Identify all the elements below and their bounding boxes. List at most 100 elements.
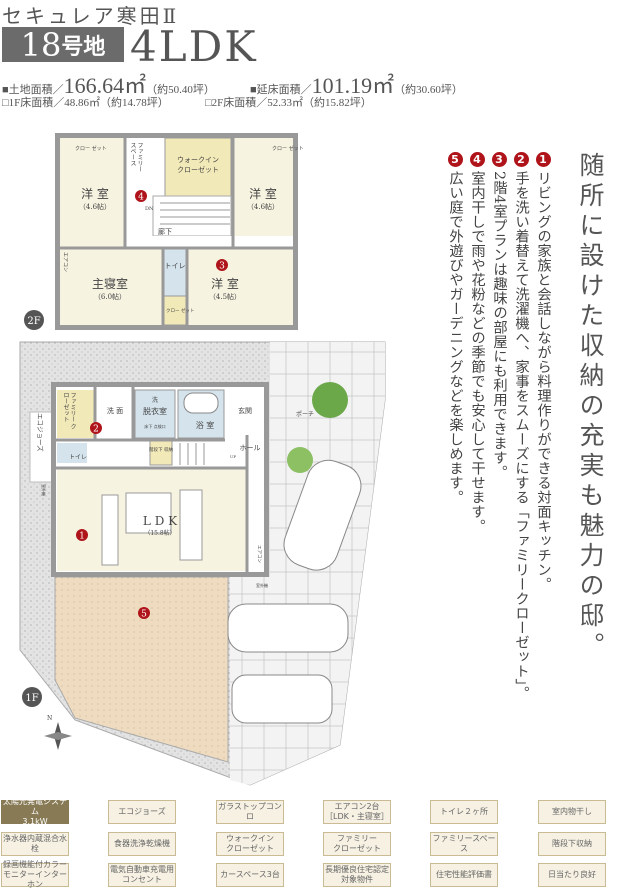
room-bedroom-a-size: （4.6帖） bbox=[79, 202, 111, 211]
point-2: 2 手を洗い着替えて洗濯機へ、家事をスムーズにする「ファミリークローゼット」。 bbox=[511, 152, 531, 700]
marker-4-label: 4 bbox=[138, 193, 144, 203]
shrub-icon bbox=[287, 447, 313, 473]
point-1: 1リビングの家族と会話しながら料理作りができる対面キッチン。 bbox=[533, 152, 553, 592]
feature-badge: カースペース3台 bbox=[216, 863, 284, 887]
feature-badge: ガラストップコンロ bbox=[216, 800, 284, 824]
compass-north: N bbox=[47, 715, 52, 722]
room-ldk: L D K bbox=[143, 514, 178, 528]
compass-icon: N bbox=[44, 715, 72, 750]
feature-badge: 食器洗浄乾燥機 bbox=[108, 832, 176, 856]
point-number: 4 bbox=[469, 152, 485, 167]
land-area-value: 166.64㎡ bbox=[63, 73, 147, 98]
room-bedroom-a: 洋 室 bbox=[81, 186, 109, 201]
floor1-badge-label: 1F bbox=[25, 693, 38, 704]
marker-2 bbox=[90, 422, 102, 434]
tree-icon bbox=[312, 382, 348, 418]
feature-badge: 電気自動車充電用 コンセント bbox=[108, 863, 176, 887]
marker-1-label: 1 bbox=[79, 532, 85, 542]
entrance: 玄関 bbox=[238, 406, 252, 415]
point-4: 4 室内干しで雨や花粉などの季節でも安心して干せます。 bbox=[467, 152, 487, 534]
floor-area-value: 101.19㎡ bbox=[311, 73, 395, 98]
walkin-closet: ウォークイン bbox=[177, 156, 219, 164]
porch: ポーチ bbox=[296, 410, 314, 418]
bathroom: 浴 室 bbox=[196, 420, 215, 430]
marker-2-label: 2 bbox=[93, 425, 99, 435]
under-stair-storage: 階段下 収納 bbox=[149, 446, 173, 453]
feature-badge: 浄水器内蔵混合水栓 bbox=[1, 832, 69, 856]
floor2-badge-label: 2F bbox=[27, 316, 40, 327]
point-text: 室内干しで雨や花粉などの季節でも安心して干せます。 bbox=[469, 171, 485, 534]
car-icon bbox=[227, 603, 349, 653]
feature-badge: 住宅性能評価書 bbox=[430, 863, 498, 887]
feature-badge: 室内物干し bbox=[538, 800, 606, 824]
closet-c: クロー ゼット bbox=[166, 307, 194, 314]
feature-badge: 太陽光発電システム 3.1kW bbox=[1, 797, 69, 826]
ecojozu-label: エコジョーズ bbox=[36, 413, 45, 452]
washroom: 洗 面 bbox=[107, 406, 123, 415]
hall-1f: ホール bbox=[240, 444, 261, 452]
floor1-area: □1F床面積／48.86㎡（約14.78坪） bbox=[2, 97, 169, 109]
headline: 随所に設けた収納の充実も魅力の邸。 bbox=[576, 152, 605, 662]
room-bedroom-b: 洋 室 bbox=[249, 186, 277, 201]
aircon-1f: エアコン bbox=[256, 545, 262, 563]
property-title: セキュレア寒田Ⅱ bbox=[2, 4, 180, 28]
point-number: 5 bbox=[447, 152, 463, 167]
feature-badge: ウォークイン クローゼット bbox=[216, 832, 284, 856]
car-icon bbox=[231, 674, 333, 724]
land-area-label: ■土地面積／ bbox=[2, 84, 64, 96]
floor-plan: 洋 室 （4.6帖） クロー ゼット ウォークイン クローゼット 洋 室 （4.… bbox=[19, 133, 386, 786]
lot-suffix: 号地 bbox=[61, 34, 106, 60]
marker-1 bbox=[76, 529, 88, 541]
point-number: 2 bbox=[513, 152, 529, 167]
floor-area: ■延床面積／101.19㎡（約30.60坪） bbox=[250, 68, 463, 100]
floor1-plan: エコジョーズ 室外機 洗 面 洗 脱衣室 床下 点検口 浴 室 bbox=[19, 341, 386, 786]
floor2-plan: 洋 室 （4.6帖） クロー ゼット ウォークイン クローゼット 洋 室 （4.… bbox=[24, 133, 304, 330]
closet-a: クロー ゼット bbox=[75, 145, 107, 152]
washer: 洗 bbox=[152, 396, 158, 404]
lot-number-badge: 18 号地 bbox=[2, 26, 124, 64]
point-text: 2階4室プランは趣味の部屋にも利用できます。 bbox=[491, 171, 507, 480]
layout-type: 4LDK bbox=[130, 22, 258, 71]
feature-badge: 長期優良住宅認定 対象物件 bbox=[323, 863, 391, 887]
room-bedroom-c: 洋 室 bbox=[211, 276, 239, 291]
feature-badge: 日当たり良好 bbox=[538, 863, 606, 887]
feature-badge: エアコン2台 ［LDK・主寝室］ bbox=[323, 800, 391, 824]
point-text: 手を洗い着替えて洗濯機へ、家事をスムーズにする「ファミリークローゼット」。 bbox=[513, 171, 529, 701]
family-closet-1f: ファミリー クローゼット bbox=[62, 392, 76, 430]
dressing-room: 脱衣室 bbox=[143, 406, 167, 416]
marker-5 bbox=[138, 607, 150, 619]
point-5: 5広い庭で外遊びやガーデニングなどを楽しめます。 bbox=[445, 152, 465, 505]
floor1-badge bbox=[22, 687, 42, 707]
hall-2f: 廊下 bbox=[158, 227, 172, 236]
feature-badge: ファミリー クローゼット bbox=[323, 832, 391, 856]
feature-badge: エコジョーズ bbox=[108, 800, 176, 824]
feature-badge: 階段下収納 bbox=[538, 832, 606, 856]
floor-area-label: ■延床面積／ bbox=[250, 84, 312, 96]
feature-badge: 録画機能付カラー モニターインターホン bbox=[1, 860, 69, 889]
marker-3 bbox=[216, 259, 228, 271]
marker-3-label: 3 bbox=[219, 262, 225, 272]
outdoor-unit-label: 室外機 bbox=[41, 484, 47, 496]
stair-up: UP bbox=[230, 454, 236, 459]
toilet-1f: トイレ bbox=[69, 454, 87, 461]
land-area: ■土地面積／166.64㎡（約50.40坪） bbox=[2, 68, 215, 100]
point-3: 3 2階4室プランは趣味の部屋にも利用できます。 bbox=[489, 152, 509, 480]
room-bedroom-b-size: （4.6帖） bbox=[247, 202, 279, 211]
feature-badge: トイレ２ヶ所 bbox=[430, 800, 498, 824]
floor2-area: □2F床面積／52.33㎡（約15.82坪） bbox=[205, 97, 372, 109]
land-area-tsubo: （約50.40坪） bbox=[146, 84, 215, 96]
floor-area-tsubo: （約30.60坪） bbox=[394, 84, 463, 96]
marker-4 bbox=[135, 190, 147, 202]
toilet-2f: トイレ bbox=[165, 262, 186, 270]
aircon-2f: エアコン bbox=[62, 252, 68, 272]
car-icon bbox=[283, 459, 362, 571]
stair-down: DN bbox=[145, 206, 154, 212]
closet-b: クロー ゼット bbox=[272, 145, 304, 152]
walkin-closet-2: クローゼット bbox=[177, 165, 219, 174]
floor2-badge bbox=[24, 310, 44, 330]
point-number: 3 bbox=[491, 152, 507, 167]
room-bedroom-c-size: （4.5帖） bbox=[209, 292, 241, 301]
outdoor-unit-2: 室外機 bbox=[256, 582, 268, 588]
marker-5-label: 5 bbox=[141, 610, 147, 620]
